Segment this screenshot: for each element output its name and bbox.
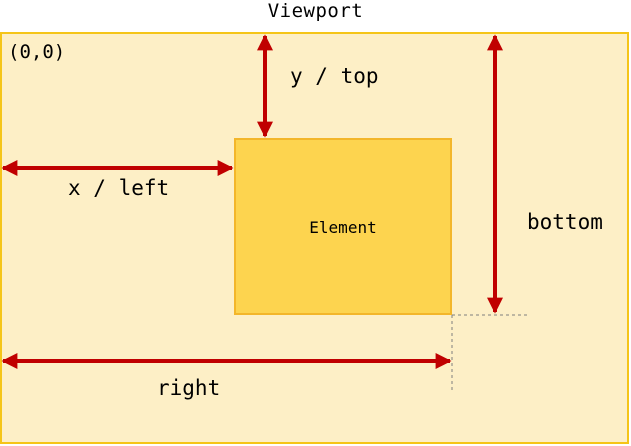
element-label: Element: [309, 218, 377, 237]
y-top-label: y / top: [290, 64, 379, 88]
x-left-label: x / left: [68, 176, 170, 200]
element-box: Element: [234, 138, 452, 315]
right-label: right: [157, 376, 221, 400]
viewport-title: Viewport: [267, 0, 364, 22]
origin-label: (0,0): [8, 41, 66, 63]
bottom-label: bottom: [527, 210, 603, 234]
